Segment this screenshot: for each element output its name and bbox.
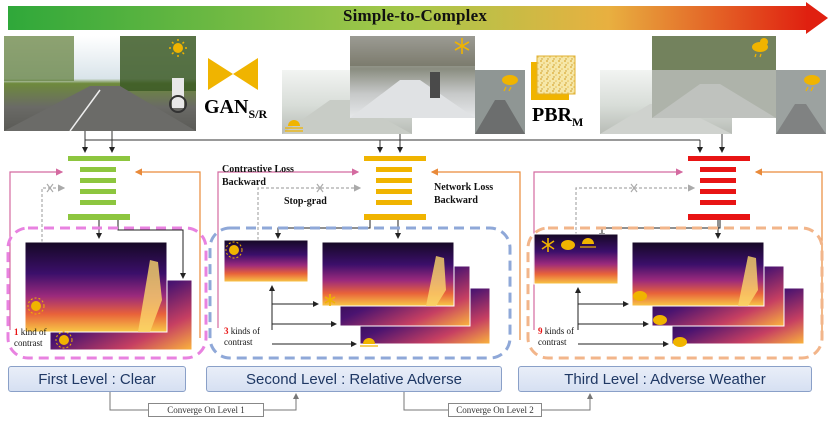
sun-icon bbox=[169, 39, 187, 57]
gan-name: GAN bbox=[204, 96, 249, 118]
sun-icon-depth-2 bbox=[55, 331, 73, 349]
input-connectors bbox=[82, 131, 725, 153]
weather-icons-level3 bbox=[541, 238, 596, 252]
gan-label: GANS/R bbox=[204, 96, 267, 122]
bowtie-icon bbox=[208, 58, 258, 90]
cloud-rain-icon bbox=[502, 75, 518, 92]
converge-connectors bbox=[109, 392, 593, 411]
banner-title: Simple-to-Complex bbox=[342, 6, 488, 25]
photo-snow-street bbox=[350, 36, 475, 118]
level2-count: 3 bbox=[224, 326, 229, 336]
level2-contrast: contrast bbox=[224, 337, 253, 347]
snowflake-icon-level2 bbox=[324, 294, 336, 306]
network-level1 bbox=[68, 156, 130, 220]
photo-clear-street bbox=[4, 36, 196, 132]
simple-to-complex-arrow bbox=[8, 2, 828, 34]
network-backward-label: Backward bbox=[434, 195, 478, 206]
network-level2 bbox=[364, 156, 426, 220]
fog-sun-icon-level2 bbox=[360, 338, 378, 347]
photo-rain-street bbox=[475, 70, 525, 134]
level3-count-text: kinds of bbox=[542, 326, 574, 336]
cloud-icons-level3 bbox=[633, 291, 687, 347]
level1-title: First Level : Clear bbox=[8, 366, 186, 392]
stop-grad-cross-1 bbox=[46, 183, 54, 193]
level2-count-label: 3 kinds of bbox=[224, 326, 260, 336]
level2-loss-arrows bbox=[217, 168, 521, 340]
level1-contrast: contrast bbox=[14, 338, 43, 348]
sun-icon-depth-1 bbox=[27, 297, 45, 315]
photo-rain-forest-street bbox=[652, 36, 776, 118]
level2-title: Second Level : Relative Adverse bbox=[206, 366, 502, 392]
level2-dashed-frame bbox=[208, 226, 512, 360]
pbr-name: PBR bbox=[532, 104, 572, 126]
level2-contrast-arrows bbox=[269, 285, 357, 347]
gan-subscript: S/R bbox=[248, 107, 268, 121]
level1-count: 1 bbox=[14, 327, 19, 337]
level1-count-label: 1 kind of bbox=[14, 327, 47, 337]
level2-count-text: kinds of bbox=[228, 326, 260, 336]
fog-sun-icon bbox=[285, 120, 303, 132]
level1-loss-arrows bbox=[9, 168, 201, 338]
stop-grad-cross-3 bbox=[630, 183, 638, 193]
converge-level1-box: Converge On Level 1 bbox=[148, 403, 264, 417]
level1-count-text: kind of bbox=[18, 327, 47, 337]
cloud-rain-icon-2 bbox=[804, 75, 820, 92]
stop-grad-label: Stop-grad bbox=[284, 196, 327, 207]
network-level3 bbox=[688, 156, 750, 220]
level3-dashed-frame bbox=[526, 226, 824, 360]
converge-level2-box: Converge On Level 2 bbox=[448, 403, 542, 417]
level1-dashed-frame bbox=[6, 226, 208, 360]
noise-texture-icon bbox=[531, 55, 576, 100]
pbr-label: PBRM bbox=[532, 104, 583, 130]
level1-depth-maps bbox=[24, 241, 193, 351]
level3-contrast: contrast bbox=[538, 337, 567, 347]
level3-title: Third Level : Adverse Weather bbox=[518, 366, 812, 392]
level3-count-label: 9 kinds of bbox=[538, 326, 574, 336]
stop-grad-cross-2 bbox=[316, 183, 324, 193]
pbr-subscript: M bbox=[572, 115, 584, 129]
snowflake-icon bbox=[454, 38, 470, 54]
level2-depth-maps bbox=[223, 239, 491, 345]
level3-count: 9 bbox=[538, 326, 543, 336]
sun-icon-level2 bbox=[225, 241, 243, 259]
cloud-sun-icon bbox=[752, 38, 768, 58]
network-loss-label: Network Loss bbox=[434, 182, 494, 193]
contrastive-backward-label: Backward bbox=[222, 177, 266, 188]
contrastive-loss-label: Contrastive Loss bbox=[222, 164, 294, 175]
level3-depth-maps bbox=[533, 233, 805, 345]
level3-contrast-arrows bbox=[575, 287, 669, 347]
